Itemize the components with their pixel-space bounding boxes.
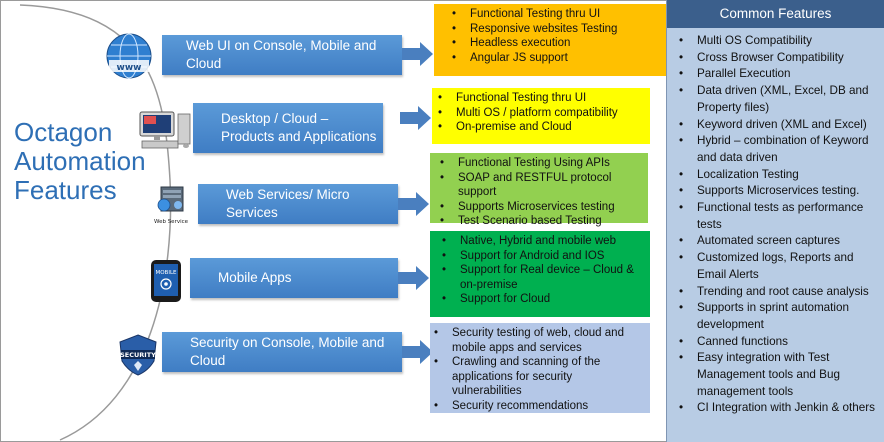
- list-item: Security recommendations: [430, 399, 644, 414]
- common-features-header: Common Features: [667, 0, 884, 28]
- list-item: Keyword driven (XML and Excel): [671, 117, 878, 134]
- feature-web-services-label: Web Services/ Micro Services: [226, 187, 350, 220]
- list-item: Headless execution: [448, 36, 674, 51]
- arrow-mobile-apps: [398, 266, 429, 290]
- list-item: Functional Testing thru UI: [434, 91, 644, 106]
- list-item: Support for Real device – Cloud & on-pre…: [438, 263, 644, 292]
- arrow-web-ui: [402, 42, 433, 66]
- mobile-caption: MOBILE: [155, 270, 177, 276]
- feature-security-label: Security on Console, Mobile and Cloud: [190, 335, 385, 368]
- list-item: Security testing of web, cloud and mobil…: [430, 326, 644, 355]
- list-item: Automated screen captures: [671, 233, 878, 250]
- list-item: Canned functions: [671, 334, 878, 351]
- feature-desktop-cloud-label: Desktop / Cloud – Products and Applicati…: [221, 111, 377, 144]
- desktop-cloud-features-box: Functional Testing thru UI Multi OS / pl…: [432, 88, 650, 144]
- desktop-computer-icon: [139, 111, 191, 149]
- list-item: Responsive websites Testing: [448, 22, 674, 37]
- arrow-desktop-cloud: [400, 106, 431, 130]
- web-services-features-box: Functional Testing Using APIs SOAP and R…: [430, 153, 648, 229]
- list-item: On-premise and Cloud: [434, 120, 644, 135]
- diagram-title: Octagon Automation Features: [14, 118, 146, 205]
- list-item: Supports Microservices testing.: [671, 183, 878, 200]
- globe-www-icon: www: [106, 33, 152, 79]
- mobile-apps-features-box: Native, Hybrid and mobile web Support fo…: [430, 231, 650, 317]
- common-features-panel: Common Features Multi OS Compatibility C…: [666, 0, 884, 442]
- web-ui-features-box: Functional Testing thru UI Responsive we…: [434, 4, 680, 76]
- feature-mobile-apps-label: Mobile Apps: [218, 270, 292, 285]
- feature-web-services: Web Services/ Micro Services: [198, 184, 398, 224]
- list-item: Customized logs, Reports and Email Alert…: [671, 250, 878, 283]
- arrow-security: [402, 340, 433, 364]
- list-item: Trending and root cause analysis: [671, 284, 878, 301]
- feature-web-ui: Web UI on Console, Mobile and Cloud: [162, 35, 402, 75]
- list-item: Multi OS / platform compatibility: [434, 106, 644, 121]
- list-item: Native, Hybrid and mobile web: [438, 234, 644, 249]
- title-line-1: Octagon: [14, 117, 113, 147]
- security-caption: SECURITY: [120, 351, 156, 359]
- list-item: CI Integration with Jenkin & others: [671, 400, 878, 417]
- list-item: Crawling and scanning of the application…: [430, 355, 644, 399]
- list-item: Angular JS support: [448, 51, 674, 66]
- feature-web-ui-label: Web UI on Console, Mobile and Cloud: [186, 38, 377, 71]
- list-item: Functional Testing thru UI: [448, 7, 674, 22]
- web-service-caption: Web Service: [154, 219, 189, 225]
- list-item: Supports Microservices testing: [436, 200, 642, 215]
- list-item: Functional tests as performance tests: [671, 200, 878, 233]
- list-item: Test Scenario based Testing: [436, 214, 642, 229]
- list-item: Functional Testing Using APIs: [436, 156, 642, 171]
- list-item: Supports in sprint automation developmen…: [671, 300, 878, 333]
- list-item: Localization Testing: [671, 167, 878, 184]
- list-item: Data driven (XML, Excel, DB and Property…: [671, 83, 878, 116]
- list-item: Support for Android and IOS: [438, 249, 644, 264]
- list-item: Easy integration with Test Management to…: [671, 350, 878, 400]
- security-features-box: Security testing of web, cloud and mobil…: [430, 323, 650, 413]
- common-features-list: Multi OS Compatibility Cross Browser Com…: [667, 28, 884, 417]
- list-item: Parallel Execution: [671, 66, 878, 83]
- feature-desktop-cloud: Desktop / Cloud – Products and Applicati…: [193, 103, 383, 153]
- security-shield-icon: SECURITY: [119, 334, 157, 376]
- list-item: Support for Cloud: [438, 292, 644, 307]
- arrow-web-services: [398, 192, 429, 216]
- list-item: Cross Browser Compatibility: [671, 50, 878, 67]
- svg-text:www: www: [117, 63, 142, 73]
- list-item: SOAP and RESTFUL protocol support: [436, 171, 642, 200]
- mobile-phone-icon: MOBILE: [151, 260, 181, 302]
- title-line-2: Automation: [14, 146, 146, 176]
- list-item: Multi OS Compatibility: [671, 33, 878, 50]
- title-line-3: Features: [14, 175, 117, 205]
- list-item: Hybrid – combination of Keyword and data…: [671, 133, 878, 166]
- web-service-server-icon: Web Service: [154, 186, 189, 225]
- feature-mobile-apps: Mobile Apps: [190, 258, 398, 298]
- feature-security: Security on Console, Mobile and Cloud: [162, 332, 402, 372]
